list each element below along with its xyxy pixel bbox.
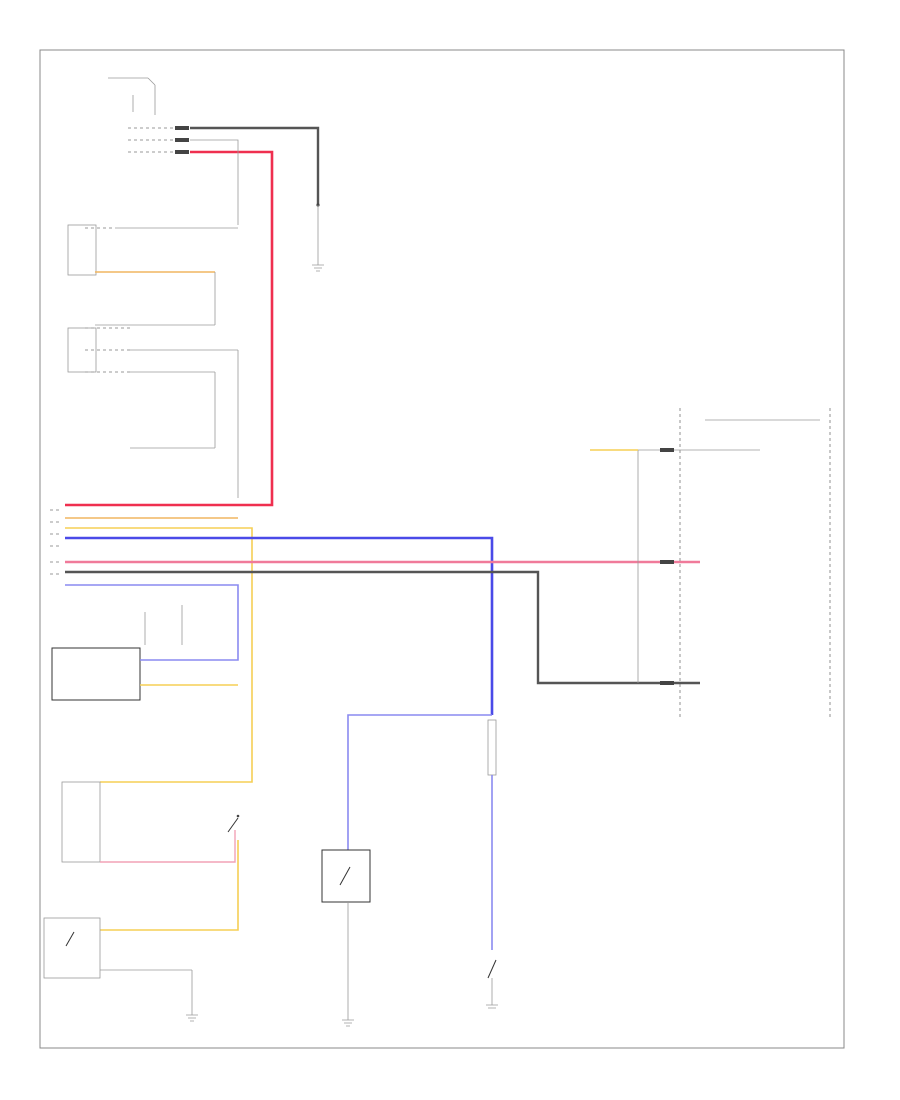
vss-connector	[128, 126, 189, 154]
vehicle-speed-sensor-block	[108, 77, 189, 154]
seat-belt-module	[51, 584, 239, 701]
ground-left-kick	[312, 205, 324, 272]
diagram-frame	[39, 49, 845, 1049]
instrument-cluster-stack	[67, 224, 239, 498]
wire-gray-vss-ground	[190, 126, 320, 205]
harness-connector	[50, 509, 62, 575]
fuel-sender-block	[590, 408, 831, 720]
wire-thin-feed-1	[190, 139, 239, 225]
brake-fluid-sensor-block	[321, 714, 492, 1027]
seat-belt-switch-block	[43, 917, 198, 1022]
wire-blue-main	[65, 536, 494, 715]
parking-brake-circuit	[486, 719, 498, 1009]
wire-gray-fuel	[65, 570, 700, 685]
wire-yellow-main	[65, 527, 253, 783]
wire-red-main	[65, 150, 274, 507]
belt-switch-circuit	[61, 781, 240, 931]
